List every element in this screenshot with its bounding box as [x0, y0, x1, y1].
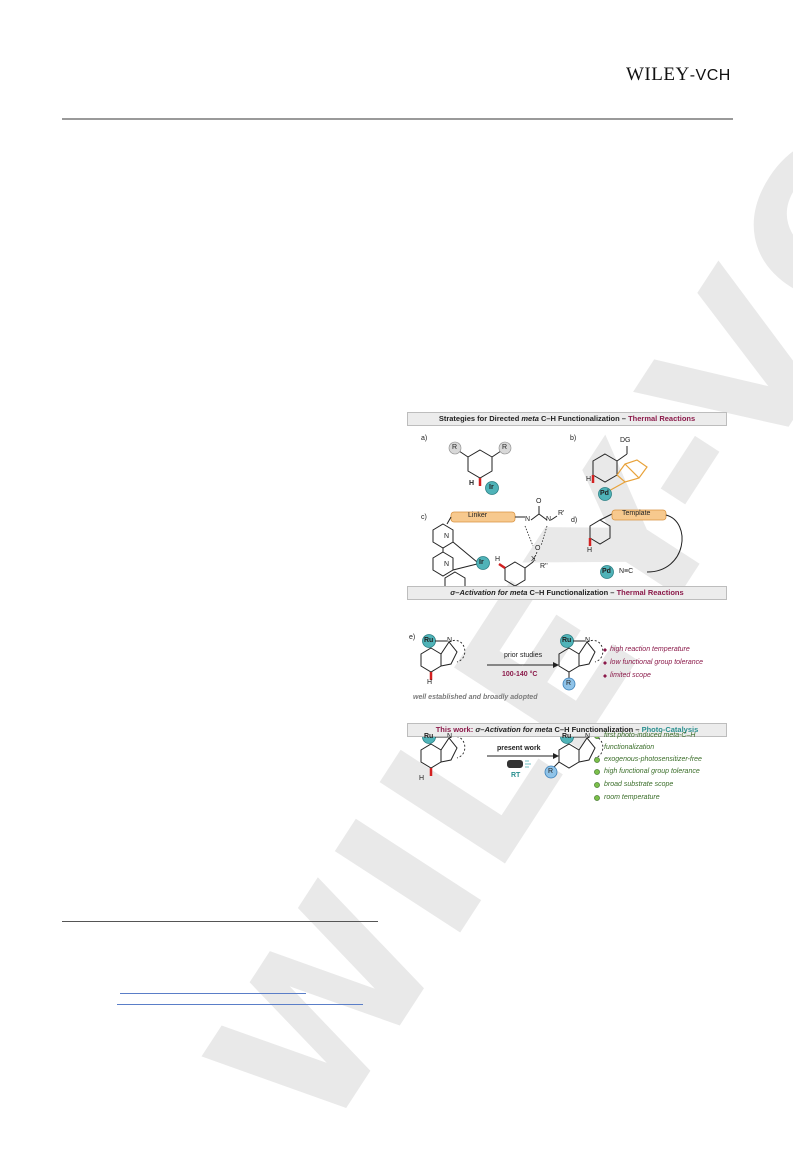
label-h-a: H: [469, 480, 475, 487]
atom-o-1: O: [536, 498, 542, 505]
atom-n-3: N: [444, 533, 450, 540]
metal-pd-d: Pd: [602, 568, 611, 575]
directing-group: DG: [620, 437, 631, 444]
atom-n-p2: N: [585, 733, 591, 740]
panel-e-product: [558, 634, 604, 691]
label-b: b): [570, 435, 577, 442]
thermal-bullet-1: high reaction temperature: [610, 646, 690, 653]
panel2-title: σ–Activation for meta C–H Functionalizat…: [407, 586, 727, 600]
linker-label: Linker: [468, 512, 488, 519]
atom-n-2: N: [546, 516, 552, 523]
substituent-r-p: R: [548, 768, 554, 775]
metal-pd-b: Pd: [600, 490, 609, 497]
prior-studies: prior studies: [504, 652, 543, 659]
well-established: well established and broadly adopted: [413, 694, 538, 701]
thermal-bullet-2: low functional group tolerance: [610, 659, 704, 666]
label-h-p: H: [419, 775, 425, 782]
panel1-title: Strategies for Directed meta C–H Functio…: [407, 412, 727, 426]
metal-ru-e1: Ru: [424, 637, 434, 644]
atom-n-1: N: [525, 516, 531, 523]
metal-ru-p2: Ru: [562, 733, 572, 740]
metal-ir-c: Ir: [479, 559, 484, 566]
atom-n-e2: N: [585, 637, 591, 644]
metal-ru-p1: Ru: [424, 733, 434, 740]
panel3-title: This work: σ–Activation for meta C–H Fun…: [407, 723, 727, 737]
atom-n-4: N: [444, 561, 450, 568]
atom-x: X: [531, 556, 536, 563]
atom-n-e1: N: [447, 637, 453, 644]
label-a: a): [421, 435, 428, 442]
nitrile-label: N≡C: [619, 568, 634, 575]
lamp-icon: [507, 760, 531, 768]
panel-e-reactant: [420, 634, 466, 680]
publisher-vch: VCH: [695, 67, 731, 84]
publisher-logo: WILEY-VCH: [626, 64, 731, 86]
header-rule: [62, 118, 733, 120]
thermal-bullet-3: limited scope: [610, 672, 651, 679]
footnote-link-2[interactable]: [117, 1004, 363, 1005]
photo-bullet-1: first photo-induced meta-C–H: [604, 732, 696, 739]
present-work: present work: [497, 745, 541, 752]
photo-bullet-4: broad substrate scope: [604, 781, 674, 788]
metal-ru-e2: Ru: [562, 637, 572, 644]
publisher-sep: -: [689, 67, 696, 84]
label-d: d): [571, 517, 578, 524]
panel-b-structure: [591, 446, 648, 501]
substituent-r-e: R: [566, 680, 572, 687]
panel-a-structure: [448, 441, 512, 495]
panel-d-structure: [588, 509, 683, 579]
label-h-c: H: [495, 556, 501, 563]
scheme-drawing: [420, 441, 683, 801]
atom-r-double-prime: R'': [540, 563, 548, 570]
panel-photo-product: [544, 730, 604, 779]
photo-bullet-1b: functionalization: [604, 744, 655, 751]
label-c: c): [421, 514, 427, 521]
photo-bullet-3: high functional group tolerance: [604, 768, 700, 775]
metal-ir-a: Ir: [489, 484, 494, 491]
footnote-link-1[interactable]: [120, 993, 306, 994]
photo-bullet-2: exogenous-photosensitizer-free: [604, 756, 702, 763]
label-h-b: H: [586, 476, 592, 483]
room-temp-label: RT: [511, 772, 521, 779]
reaction-temperature: 100-140 °C: [502, 671, 538, 678]
label-h-e: H: [427, 679, 433, 686]
label-h-d: H: [587, 547, 593, 554]
atom-n-p1: N: [447, 733, 453, 740]
substituent-r-left: R: [452, 444, 458, 451]
atom-o-2: O: [535, 545, 541, 552]
panel-c-structure: [432, 506, 558, 597]
substituent-r-right: R: [502, 444, 508, 451]
photo-bullet-5: room temperature: [604, 794, 660, 801]
label-e: e): [409, 634, 416, 641]
publisher-wiley: WILEY: [626, 64, 690, 85]
atom-r-prime: R': [558, 510, 565, 517]
template-label: Template: [622, 510, 651, 517]
footnote-rule: [62, 921, 378, 922]
scheme-figure: Strategies for Directed meta C–H Functio…: [407, 412, 727, 832]
